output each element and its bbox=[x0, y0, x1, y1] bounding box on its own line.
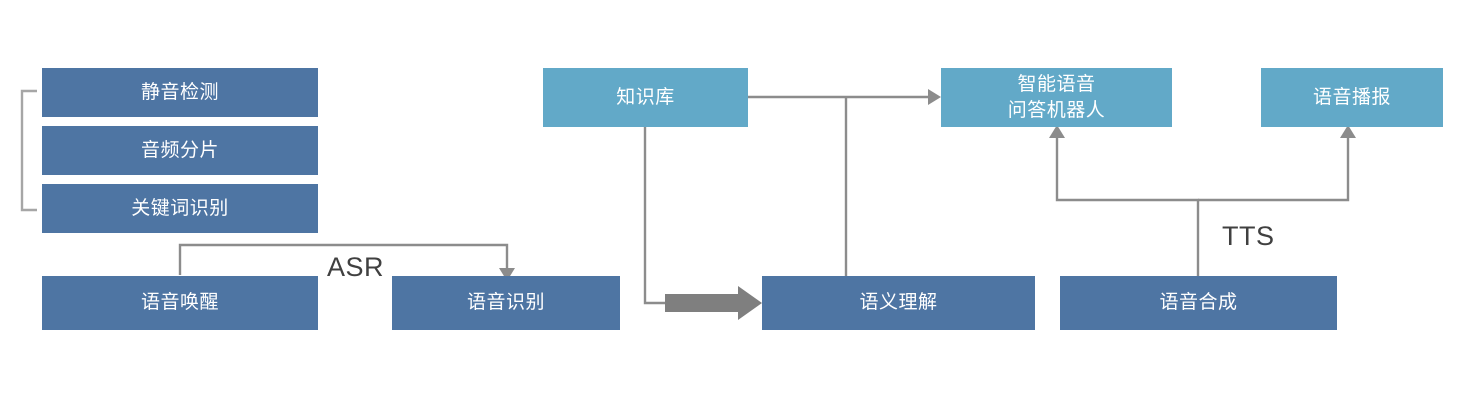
node-speech-synthesis[interactable]: 语音合成 bbox=[1060, 276, 1337, 330]
edge-recognition-to-semantic-thick-arrow bbox=[665, 286, 762, 320]
edge-synthesis-tts-trunk bbox=[1055, 138, 1200, 276]
edge-knowledge-to-robot-arrowhead bbox=[928, 89, 941, 105]
node-audio-segmentation[interactable]: 音频分片 bbox=[42, 126, 318, 175]
edge-label-tts: TTS bbox=[1222, 221, 1275, 251]
node-semantic-understanding[interactable]: 语义理解 bbox=[762, 276, 1035, 330]
wakeup-group-bracket bbox=[20, 89, 37, 212]
node-knowledge-base[interactable]: 知识库 bbox=[543, 68, 748, 127]
node-voice-broadcast[interactable]: 语音播报 bbox=[1261, 68, 1443, 127]
edge-synthesis-to-broadcast bbox=[1198, 138, 1350, 202]
node-silence-detection[interactable]: 静音检测 bbox=[42, 68, 318, 117]
node-keyword-spotting[interactable]: 关键词识别 bbox=[42, 184, 318, 233]
node-voice-wakeup[interactable]: 语音唤醒 bbox=[42, 276, 318, 330]
edge-label-asr: ASR bbox=[327, 252, 385, 282]
node-qa-robot[interactable]: 智能语音 问答机器人 bbox=[941, 68, 1172, 127]
node-speech-recognition[interactable]: 语音识别 bbox=[392, 276, 620, 330]
edge-knowledge-to-semantic-path bbox=[643, 127, 668, 305]
